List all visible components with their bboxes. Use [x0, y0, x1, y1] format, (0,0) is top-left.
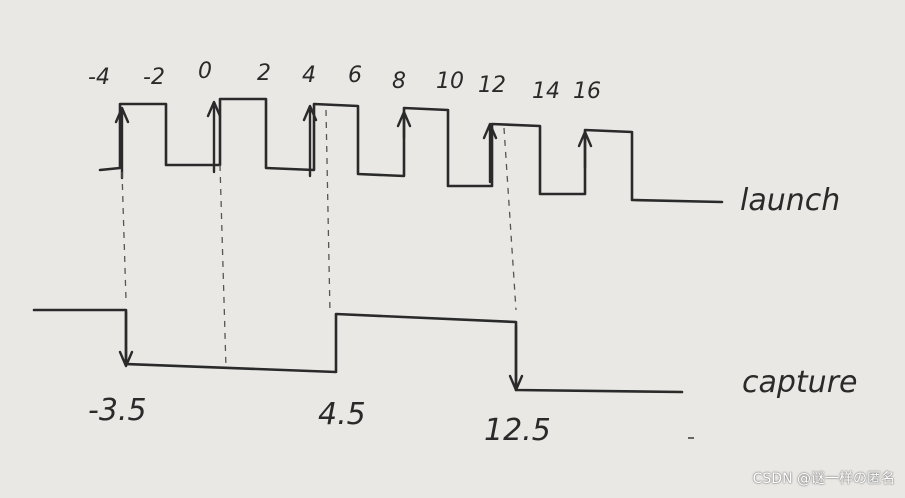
- capture-waveform: [32, 308, 684, 394]
- capture-edge-label: -3.5: [88, 393, 147, 428]
- launch-tick-label: 14: [532, 79, 560, 104]
- capture-edge-label: 12.5: [484, 413, 551, 448]
- alignment-dashed-line: [503, 127, 517, 311]
- capture-falling-edge-arrow: [118, 310, 134, 368]
- launch-tick-label: 2: [257, 61, 271, 86]
- launch-waveform: [98, 97, 724, 204]
- launch-tick-label: 8: [392, 69, 406, 94]
- launch-tick-label: -2: [143, 65, 165, 90]
- capture-label: capture: [742, 365, 858, 400]
- launch-tick-label: 0: [198, 59, 212, 84]
- launch-tick-label: 16: [573, 79, 601, 104]
- launch-tick-label: 10: [436, 69, 464, 94]
- launch-tick-label: 12: [478, 73, 506, 98]
- launch-rising-edge-arrow: [114, 106, 130, 180]
- capture-edge-label: 4.5: [318, 397, 366, 432]
- launch-rising-edge-arrow: [482, 122, 498, 184]
- watermark: CSDN @谜一样の匿名: [752, 471, 895, 487]
- alignment-dashed-line: [219, 164, 227, 369]
- launch-rising-edge-arrow: [302, 104, 318, 178]
- capture-falling-edge-arrow: [508, 324, 524, 392]
- launch-tick-label: 4: [302, 63, 316, 88]
- launch-rising-edge-arrow: [206, 100, 222, 174]
- launch-rising-edge-arrow: [577, 130, 593, 170]
- alignment-dashed-line: [121, 171, 127, 301]
- launch-tick-label: 6: [348, 63, 362, 88]
- alignment-dashed-line: [325, 109, 331, 315]
- launch-label: launch: [740, 183, 840, 218]
- launch-rising-edge-arrow: [396, 110, 412, 140]
- launch-tick-label: -4: [88, 65, 110, 90]
